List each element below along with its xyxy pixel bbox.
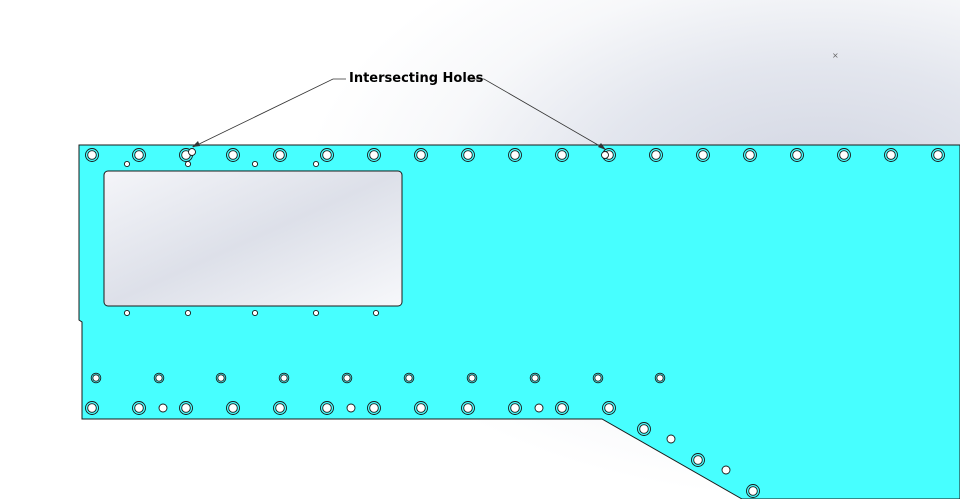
small-hole — [123, 160, 131, 168]
small-hole — [184, 160, 192, 168]
small-hole — [123, 309, 131, 317]
counterbored-hole-bore — [510, 403, 520, 413]
counterbored-hole-bore — [87, 403, 97, 413]
counterbored-hole-bore — [322, 150, 332, 160]
mid-hole-bore — [594, 374, 602, 382]
mid-hole-bore — [343, 374, 351, 382]
plain-hole — [346, 403, 356, 413]
counterbored-hole-bore — [322, 403, 332, 413]
bottom-hole-row — [85, 401, 616, 415]
counterbored-hole-bore — [134, 403, 144, 413]
counterbored-hole-bore — [134, 150, 144, 160]
small-hole — [251, 160, 259, 168]
counterbored-hole-bore — [369, 150, 379, 160]
counterbored-hole-bore — [228, 403, 238, 413]
leader-arrowheads — [192, 141, 606, 150]
mid-hole-bore — [92, 374, 100, 382]
small-hole — [312, 309, 320, 317]
intersecting-holes[interactable] — [179, 148, 616, 162]
plain-hole — [721, 465, 731, 475]
counterbored-hole-bore — [639, 424, 649, 434]
counterbored-hole-bore — [604, 403, 614, 413]
small-hole — [251, 309, 259, 317]
counterbored-hole-bore — [698, 150, 708, 160]
mid-hole-bore — [405, 374, 413, 382]
intersecting-hole — [188, 148, 196, 156]
counterbored-hole-bore — [557, 403, 567, 413]
counterbored-hole-bore — [181, 403, 191, 413]
counterbored-hole-bore — [886, 150, 896, 160]
counterbored-hole-bore — [745, 150, 755, 160]
counterbored-hole-bore — [275, 403, 285, 413]
plain-hole — [534, 403, 544, 413]
counterbored-hole-bore — [369, 403, 379, 413]
counterbored-hole-bore — [87, 150, 97, 160]
mid-hole-bore — [280, 374, 288, 382]
counterbored-hole-bore — [748, 486, 758, 496]
counterbored-hole-bore — [792, 150, 802, 160]
counterbored-hole-bore — [463, 150, 473, 160]
counterbored-hole-bore — [228, 150, 238, 160]
counterbored-hole-bore — [839, 150, 849, 160]
middle-hole-row — [90, 372, 666, 384]
mid-hole-bore — [531, 374, 539, 382]
counterbored-hole-bore — [933, 150, 943, 160]
top-hole-row — [85, 148, 945, 162]
small-hole — [184, 309, 192, 317]
diagonal-hole-row — [637, 422, 760, 498]
counterbored-hole-bore — [651, 150, 661, 160]
small-hole-rows — [123, 160, 380, 317]
mid-hole-bore — [656, 374, 664, 382]
counterbored-hole-bore — [275, 150, 285, 160]
counterbored-hole-bore — [510, 150, 520, 160]
counterbored-hole-bore — [416, 150, 426, 160]
mid-hole-bore — [155, 374, 163, 382]
counterbored-hole-bore — [463, 403, 473, 413]
counterbored-hole-bore — [416, 403, 426, 413]
small-hole — [372, 309, 380, 317]
mid-hole-bore — [217, 374, 225, 382]
origin-mark: × — [832, 51, 839, 60]
small-hole — [312, 160, 320, 168]
plain-hole — [666, 434, 676, 444]
rectangular-cutout[interactable] — [103, 170, 403, 307]
callout-leaders — [192, 78, 606, 150]
counterbored-hole-bore — [557, 150, 567, 160]
plain-hole — [158, 403, 168, 413]
intersecting-hole — [601, 151, 609, 159]
counterbored-hole-bore — [693, 455, 703, 465]
callout-label: Intersecting Holes — [349, 71, 484, 86]
mid-hole-bore — [468, 374, 476, 382]
